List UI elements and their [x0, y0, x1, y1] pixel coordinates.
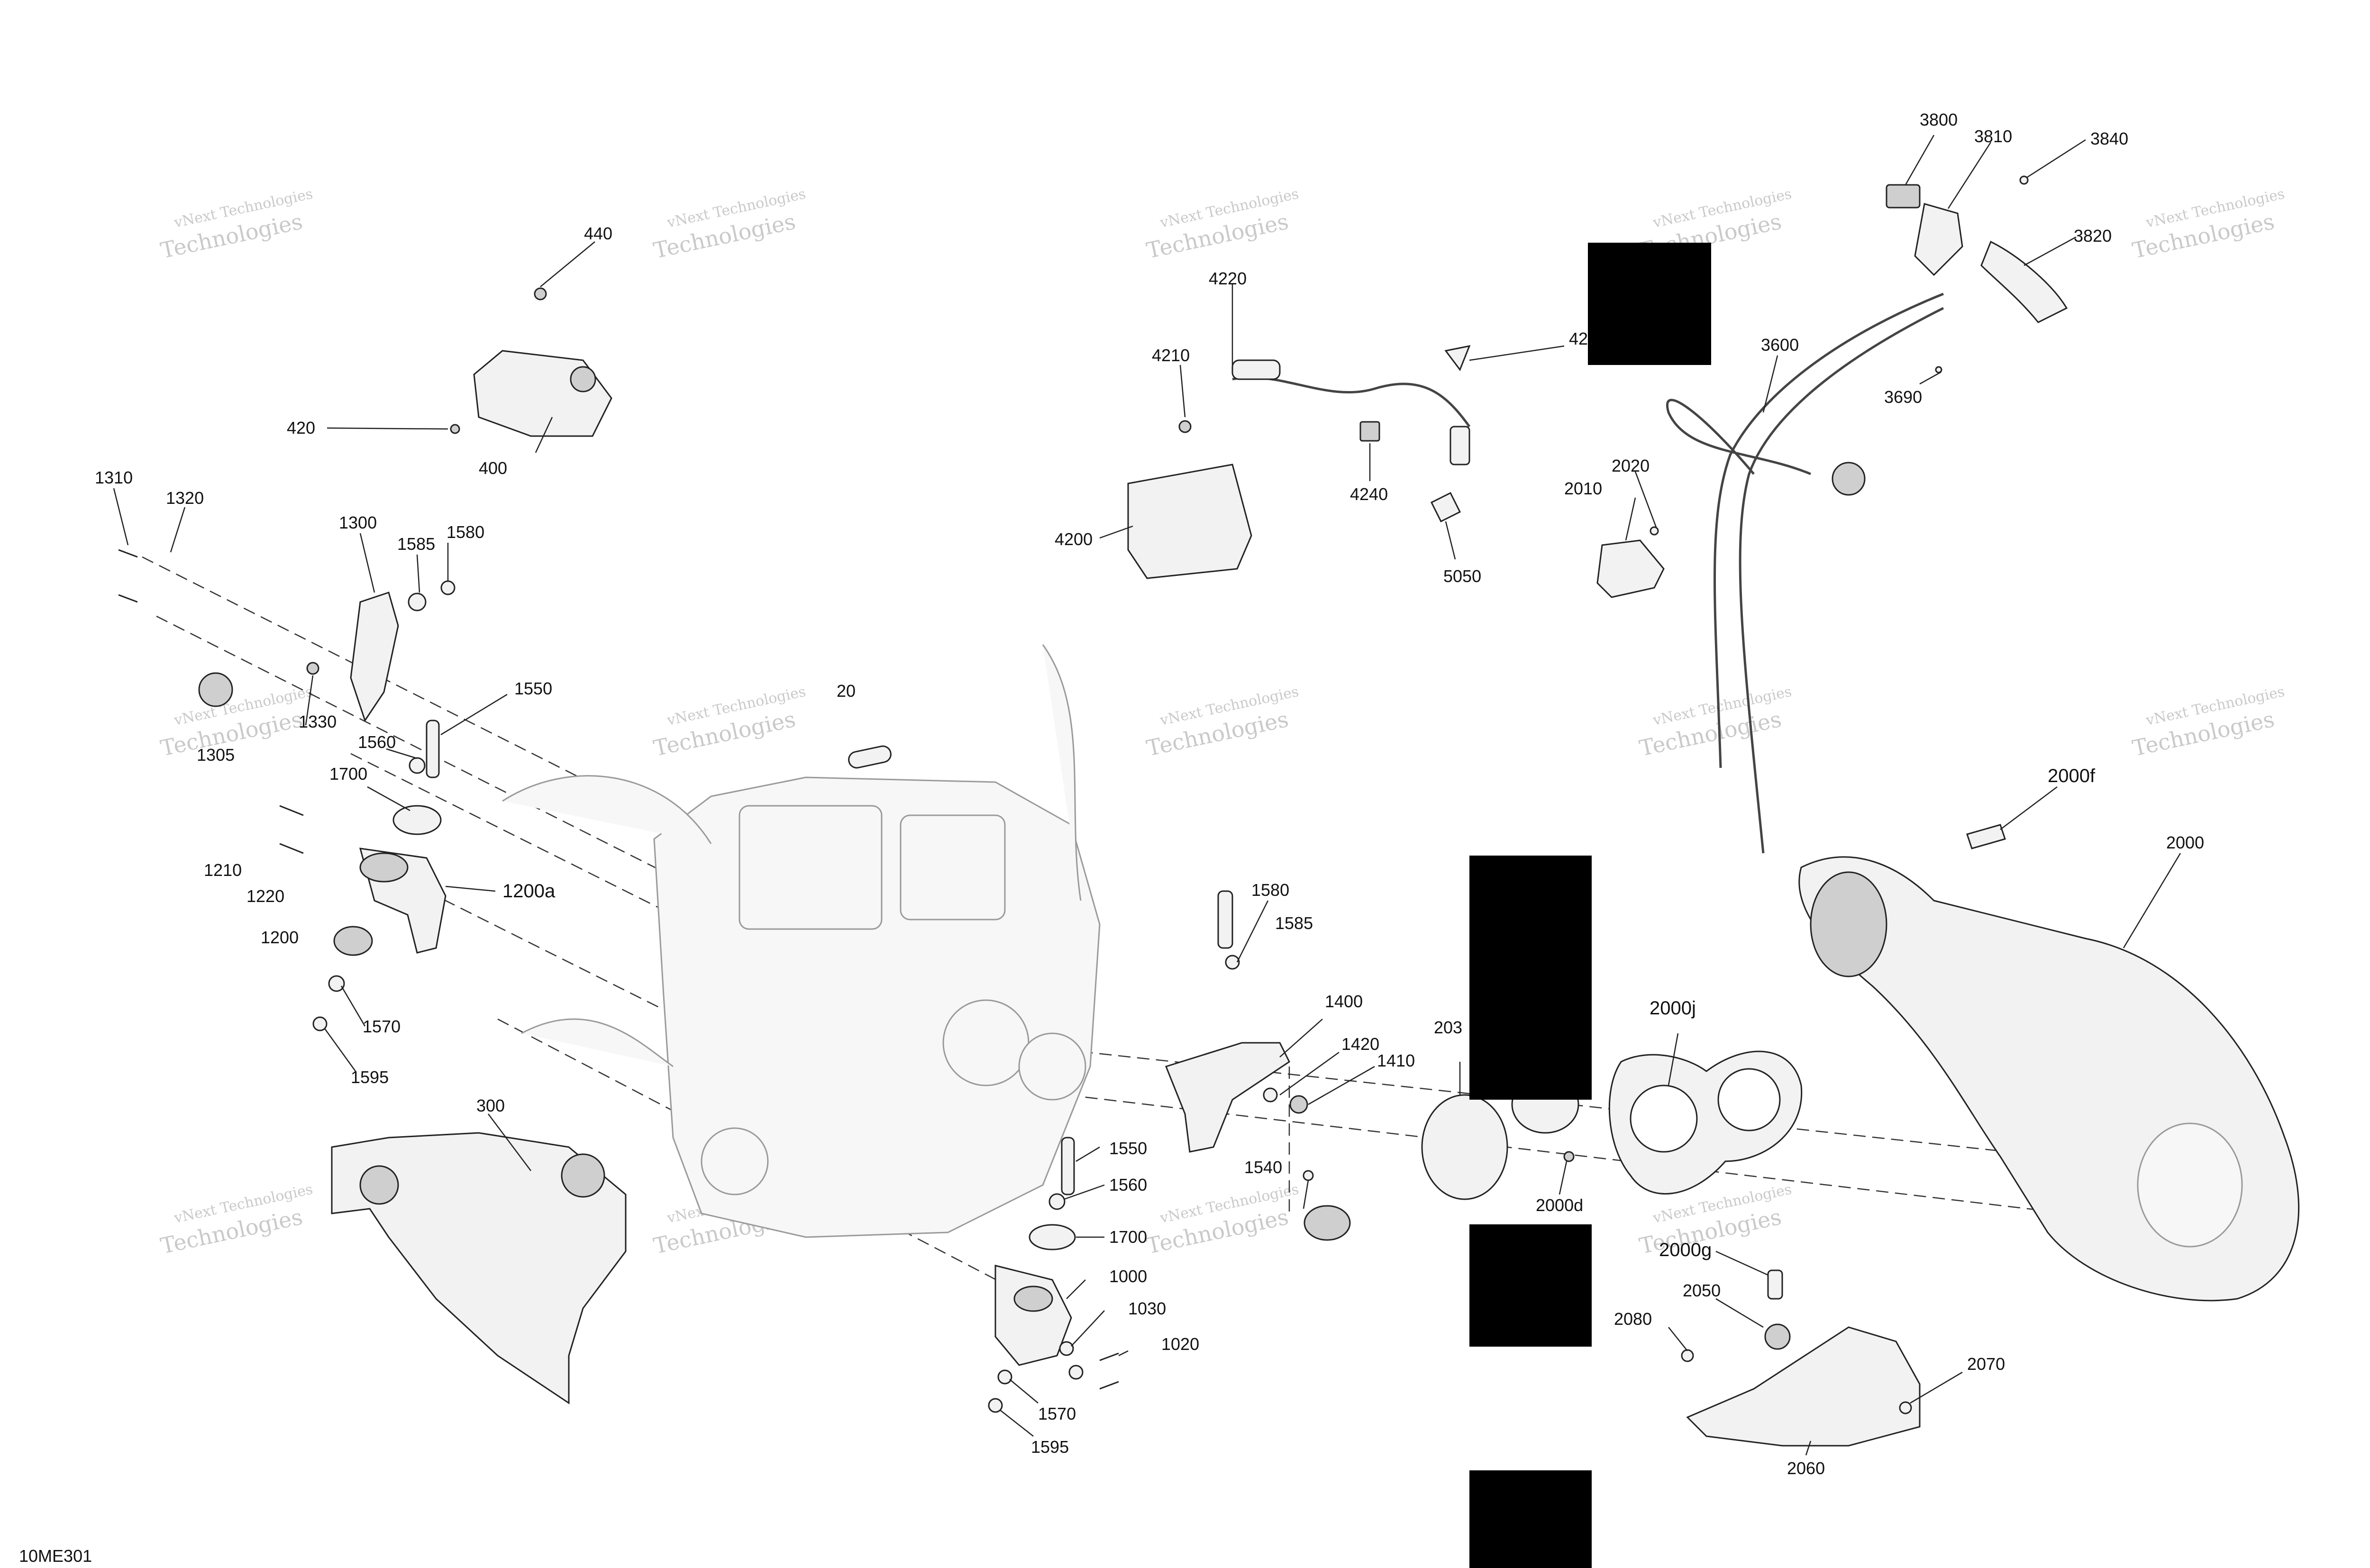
callout-label: 2050: [1683, 1281, 1721, 1300]
watermark: vNext Technologies Technologies: [158, 186, 314, 264]
watermark: vNext Technologies Technologies: [1637, 684, 1793, 761]
watermark: vNext Technologies Technologies: [1144, 186, 1300, 264]
callout-label: 1595: [1031, 1437, 1069, 1457]
callout-label: 1700: [1109, 1227, 1147, 1247]
part-2000j-gasket: [1608, 1050, 1803, 1195]
callout-label: 1410: [1377, 1051, 1415, 1070]
callout-label: 2080: [1614, 1309, 1652, 1329]
watermark: vNext Technologies Technologies: [1144, 1181, 1300, 1259]
callout-label: 1305: [197, 745, 235, 765]
part-1000-engine-mount: [988, 1137, 1119, 1413]
part-3600-cable: [1666, 292, 1944, 854]
callout-label: 20: [837, 681, 856, 701]
engine-assembly: [502, 644, 1101, 1238]
part-1200-engine-mount: [279, 720, 447, 1031]
callout-label: 1210: [204, 860, 242, 880]
part-300-cover: [331, 1132, 627, 1404]
callout-label: 1570: [363, 1017, 401, 1036]
callout-label: 1585: [1275, 913, 1313, 933]
part-2000-airbox: [1798, 824, 2300, 1302]
callout-label: 2010: [1564, 479, 1602, 498]
callout-label: 1595: [351, 1067, 389, 1087]
callout-label: 1570: [1038, 1404, 1076, 1423]
diagram-code: 10ME301: [19, 1546, 92, 1566]
callout-label: 3820: [2074, 226, 2112, 246]
callout-label: 1310: [95, 468, 133, 487]
callout-label: 2070: [1967, 1354, 2005, 1374]
callout-label: 2000d: [1536, 1195, 1583, 1215]
part-1300-bracket: [118, 549, 456, 722]
callout-label: 2000f: [2048, 766, 2096, 786]
callout-label: 1030: [1128, 1299, 1166, 1318]
callout-label: 3690: [1884, 387, 1922, 407]
callout-label: 2000j: [1650, 998, 1696, 1019]
part-3800-throttle-lever: [1886, 175, 2068, 374]
watermark: vNext Technologies Technologies: [651, 684, 807, 761]
part-2060-tray: [1681, 1269, 1921, 1447]
callout-label: 440: [584, 224, 612, 243]
callout-label: 4210: [1152, 346, 1190, 365]
callout-label: 1220: [246, 886, 284, 906]
callout-label: 3800: [1920, 110, 1958, 129]
callout-label: 1580: [1251, 880, 1289, 900]
callout-label: 420: [287, 418, 315, 438]
part-400-throttle-body: [450, 287, 612, 437]
callout-label: 400: [479, 458, 507, 478]
watermark: vNext Technologies Technologies: [651, 186, 807, 264]
leader-lines: [113, 135, 2181, 1456]
watermark: vNext Technologies Technologies: [1144, 684, 1300, 761]
callout-label: 1400: [1325, 992, 1363, 1011]
callout-label: 4240: [1350, 484, 1388, 504]
callout-label: 300: [476, 1096, 505, 1115]
callout-label: 1560: [1109, 1175, 1147, 1194]
callout-label: 1200: [261, 928, 299, 947]
part-2010-sensor: [1596, 526, 1665, 598]
callout-label: 1320: [166, 488, 204, 508]
callout-label: 1560: [358, 732, 396, 752]
callout-label: 1550: [1109, 1139, 1147, 1158]
callout-label: 1550: [514, 679, 552, 698]
callout-label: 3840: [2090, 129, 2128, 148]
callout-label: 2060: [1787, 1459, 1825, 1478]
part-1400-bracket: [1165, 890, 1351, 1241]
callout-label: 4220: [1209, 269, 1247, 288]
part-20-sleeve: [848, 745, 892, 769]
callout-label: 2020: [1612, 456, 1650, 475]
part-4220-harness: [1231, 345, 1471, 523]
callout-label: 1420: [1341, 1034, 1379, 1054]
part-4200-ignition-coil: [1127, 420, 1252, 579]
redaction-block: [1469, 856, 1592, 1100]
redaction-blocks: [1469, 243, 1711, 1568]
redaction-block: [1469, 1470, 1592, 1568]
redaction-block: [1469, 1224, 1592, 1347]
callout-label: 2000g: [1659, 1240, 1712, 1260]
watermark: vNext Technologies Technologies: [2130, 684, 2286, 761]
callout-label: 1700: [329, 764, 367, 784]
callout-labels: 440 420 400 1310 1320 1300 1585 1580 130…: [95, 110, 2204, 1478]
callout-label: 3810: [1974, 127, 2012, 146]
callout-label: 4200: [1055, 529, 1093, 549]
callout-label: 3600: [1761, 335, 1799, 355]
callout-label: 1000: [1109, 1267, 1147, 1286]
watermark: vNext Technologies Technologies: [2130, 186, 2286, 264]
watermark: vNext Technologies Technologies: [158, 684, 314, 761]
callout-label: 1200a: [502, 881, 556, 902]
callout-label: 1020: [1161, 1334, 1199, 1354]
callout-label: 42: [1569, 329, 1588, 348]
callout-label: 1580: [447, 522, 484, 542]
callout-label: 1540: [1244, 1158, 1282, 1177]
redaction-block: [1588, 243, 1711, 365]
callout-label: 203: [1434, 1018, 1462, 1037]
callout-label: 1330: [299, 712, 337, 731]
callout-label: 2000: [2166, 833, 2204, 852]
callout-label: 1300: [339, 513, 377, 532]
callout-label: 5050: [1443, 566, 1481, 586]
callout-label: 1585: [397, 534, 435, 554]
watermark: vNext Technologies Technologies: [158, 1181, 314, 1259]
